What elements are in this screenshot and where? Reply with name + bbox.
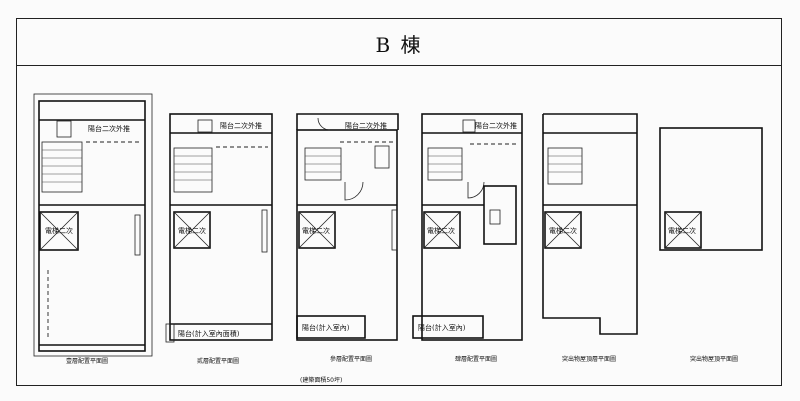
plan-1: 陽台二次外推 電梯二次 壹層配置平面圖 bbox=[33, 93, 153, 365]
footnote: (建築面積50坪) bbox=[300, 376, 342, 384]
plan-2: 陽台二次外推 電梯二次 陽台(計入室內面積) 貳層配置平面圖 bbox=[165, 113, 273, 365]
plan-3-caption: 參層配置平面圖 bbox=[330, 355, 372, 363]
plan-2-elevator-label: 電梯二次 bbox=[178, 226, 206, 235]
plan-5-elevator-label: 電梯二次 bbox=[549, 226, 577, 235]
plan-6: 電梯二次 突出物屋頂平面圖 bbox=[659, 127, 763, 363]
plan-2-front-label: 陽台(計入室內面積) bbox=[178, 329, 240, 338]
title-bar: B 棟 bbox=[16, 18, 782, 66]
sheet-title: B 棟 bbox=[375, 33, 423, 57]
plan-4-elevator-label: 電梯二次 bbox=[427, 226, 455, 235]
plan-3-balcony-label: 陽台二次外推 bbox=[345, 121, 387, 130]
plan-1-caption: 壹層配置平面圖 bbox=[66, 357, 108, 365]
plan-6-elevator-label: 電梯二次 bbox=[668, 226, 696, 235]
plan-4-caption: 肆層配置平面圖 bbox=[455, 355, 497, 363]
plan-4-balcony-label: 陽台二次外推 bbox=[475, 121, 517, 130]
plan-4-front-label: 陽台(計入室內) bbox=[418, 323, 466, 332]
plan-5: 電梯二次 突出物屋頂層平面圖 bbox=[542, 113, 638, 363]
plan-2-balcony-label: 陽台二次外推 bbox=[220, 121, 262, 130]
plan-1-elevator-label: 電梯二次 bbox=[45, 226, 73, 235]
plan-2-caption: 貳層配置平面圖 bbox=[197, 357, 239, 365]
plan-6-caption: 突出物屋頂平面圖 bbox=[690, 355, 738, 363]
drawing-frame bbox=[16, 66, 782, 386]
plan-5-caption: 突出物屋頂層平面圖 bbox=[562, 355, 616, 363]
plan-4: 陽台二次外推 電梯二次 陽台(計入室內) 肆層配置平面圖 bbox=[412, 113, 523, 363]
plan-3-elevator-label: 電梯二次 bbox=[302, 226, 330, 235]
plan-3: 陽台二次外推 電梯二次 陽台(計入室內) 參層配置平面圖 bbox=[296, 113, 399, 363]
plan-3-front-label: 陽台(計入室內) bbox=[302, 323, 350, 332]
plan-1-balcony-label: 陽台二次外推 bbox=[88, 124, 130, 133]
